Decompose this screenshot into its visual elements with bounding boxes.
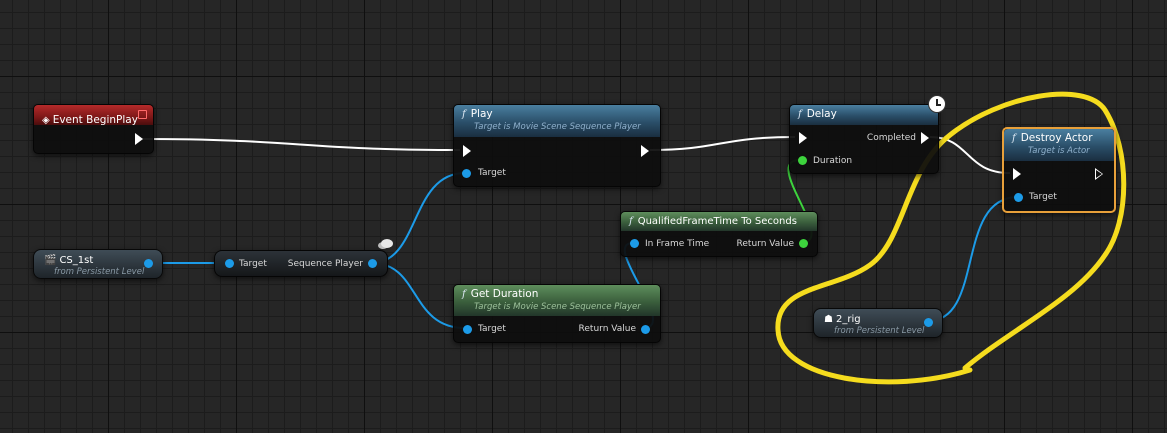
cs1st-title: CS_1st — [59, 255, 94, 266]
play-subtitle: Target is Movie Scene Sequence Player — [474, 122, 641, 132]
sequence-player-output-label: Sequence Player — [287, 259, 363, 269]
play-target-pin[interactable] — [462, 169, 471, 178]
delay-duration-label: Duration — [813, 156, 853, 166]
function-icon: f — [1012, 133, 1016, 144]
sequence-player-target-pin[interactable] — [225, 259, 234, 268]
play-header: f Play Target is Movie Scene Sequence Pla… — [454, 105, 660, 137]
cs1st-reference-node[interactable]: 🎬CS_1st from Persistent Level — [33, 249, 163, 279]
function-icon: f — [798, 109, 802, 120]
delay-title: Delay — [806, 108, 837, 120]
get-duration-target-label: Target — [478, 324, 506, 334]
sequence-player-target-label: Target — [239, 259, 267, 269]
delay-exec-in-pin[interactable] — [799, 132, 807, 144]
event-diamond-icon: ◈ — [42, 115, 50, 126]
exec-wire-beginplay-play[interactable] — [139, 138, 461, 151]
delay-header: f Delay — [790, 105, 938, 125]
object-wire-player-play-target[interactable] — [371, 172, 466, 264]
play-target-label: Target — [478, 168, 506, 178]
delay-node[interactable]: f Delay Completed Duration — [789, 95, 946, 174]
delay-completed-label: Completed — [866, 133, 916, 143]
play-exec-in-pin[interactable] — [463, 145, 471, 157]
function-icon: f — [462, 289, 466, 300]
event-beginplay-node[interactable]: ◈Event BeginPlay — [33, 104, 154, 154]
destroy-actor-node[interactable]: f Destroy Actor Target is Actor Target — [1002, 127, 1116, 213]
rig2-subtitle: from Persistent Level — [834, 326, 925, 336]
sequence-player-output-pin[interactable] — [368, 259, 377, 268]
rig2-output-pin[interactable] — [924, 318, 933, 327]
get-duration-subtitle: Target is Movie Scene Sequence Player — [474, 302, 641, 312]
destroy-actor-title: Destroy Actor — [1020, 132, 1093, 144]
clock-icon — [928, 95, 946, 113]
play-node[interactable]: f Play Target is Movie Scene Sequence Pla… — [453, 104, 661, 187]
cs1st-subtitle: from Persistent Level — [54, 267, 145, 277]
exec-wire-delay-destroy[interactable] — [929, 136, 1011, 174]
exec-wire-play-delay[interactable] — [649, 136, 796, 151]
highlight-annotation — [775, 91, 1127, 385]
play-exec-out-pin[interactable] — [641, 145, 649, 157]
qualified-frame-time-header: f QualifiedFrameTime To Seconds — [621, 212, 817, 231]
event-beginplay-title: Event BeginPlay — [52, 114, 138, 126]
rig2-reference-node[interactable]: ☗2_rig from Persistent Level — [813, 308, 943, 338]
get-duration-header: f Get Duration Target is Movie Scene Sequ… — [454, 285, 660, 316]
destroy-exec-in-pin[interactable] — [1013, 168, 1021, 180]
get-duration-title: Get Duration — [470, 288, 539, 300]
get-duration-target-pin[interactable] — [463, 325, 472, 334]
get-duration-return-pin[interactable] — [641, 325, 650, 334]
qualified-return-value-pin[interactable] — [799, 239, 808, 248]
destroy-actor-header: f Destroy Actor Target is Actor — [1004, 129, 1114, 161]
function-icon: f — [462, 109, 466, 120]
cast-bubble-icon — [381, 239, 393, 248]
function-icon: f — [629, 216, 633, 227]
clapperboard-icon: 🎬 — [44, 255, 57, 266]
event-close-icon[interactable] — [138, 110, 147, 119]
destroy-target-pin[interactable] — [1014, 193, 1023, 202]
qualified-return-value-label: Return Value — [736, 239, 794, 249]
qualified-frame-time-title: QualifiedFrameTime To Seconds — [637, 216, 797, 227]
qualified-in-frame-time-pin[interactable] — [630, 239, 639, 248]
get-duration-node[interactable]: f Get Duration Target is Movie Scene Sequ… — [453, 284, 661, 343]
destroy-exec-out-pin[interactable] — [1095, 168, 1103, 180]
qualified-in-frame-time-label: In Frame Time — [645, 239, 710, 249]
destroy-actor-subtitle: Target is Actor — [1028, 146, 1090, 156]
rig2-title: 2_rig — [835, 314, 861, 325]
get-duration-return-label: Return Value — [578, 324, 636, 334]
play-title: Play — [470, 108, 493, 120]
delay-completed-pin[interactable] — [921, 132, 929, 144]
event-exec-out-pin[interactable] — [135, 133, 143, 145]
destroy-target-label: Target — [1029, 192, 1057, 202]
get-sequence-player-node[interactable]: Target Sequence Player — [214, 239, 393, 277]
skeleton-icon: ☗ — [824, 314, 833, 325]
delay-duration-pin[interactable] — [798, 156, 807, 165]
qualified-frame-time-node[interactable]: f QualifiedFrameTime To Seconds In Frame … — [620, 211, 818, 257]
event-beginplay-header: ◈Event BeginPlay — [34, 105, 153, 126]
cs1st-output-pin[interactable] — [144, 259, 153, 268]
object-wire-rig-destroy-target[interactable] — [927, 196, 1019, 322]
